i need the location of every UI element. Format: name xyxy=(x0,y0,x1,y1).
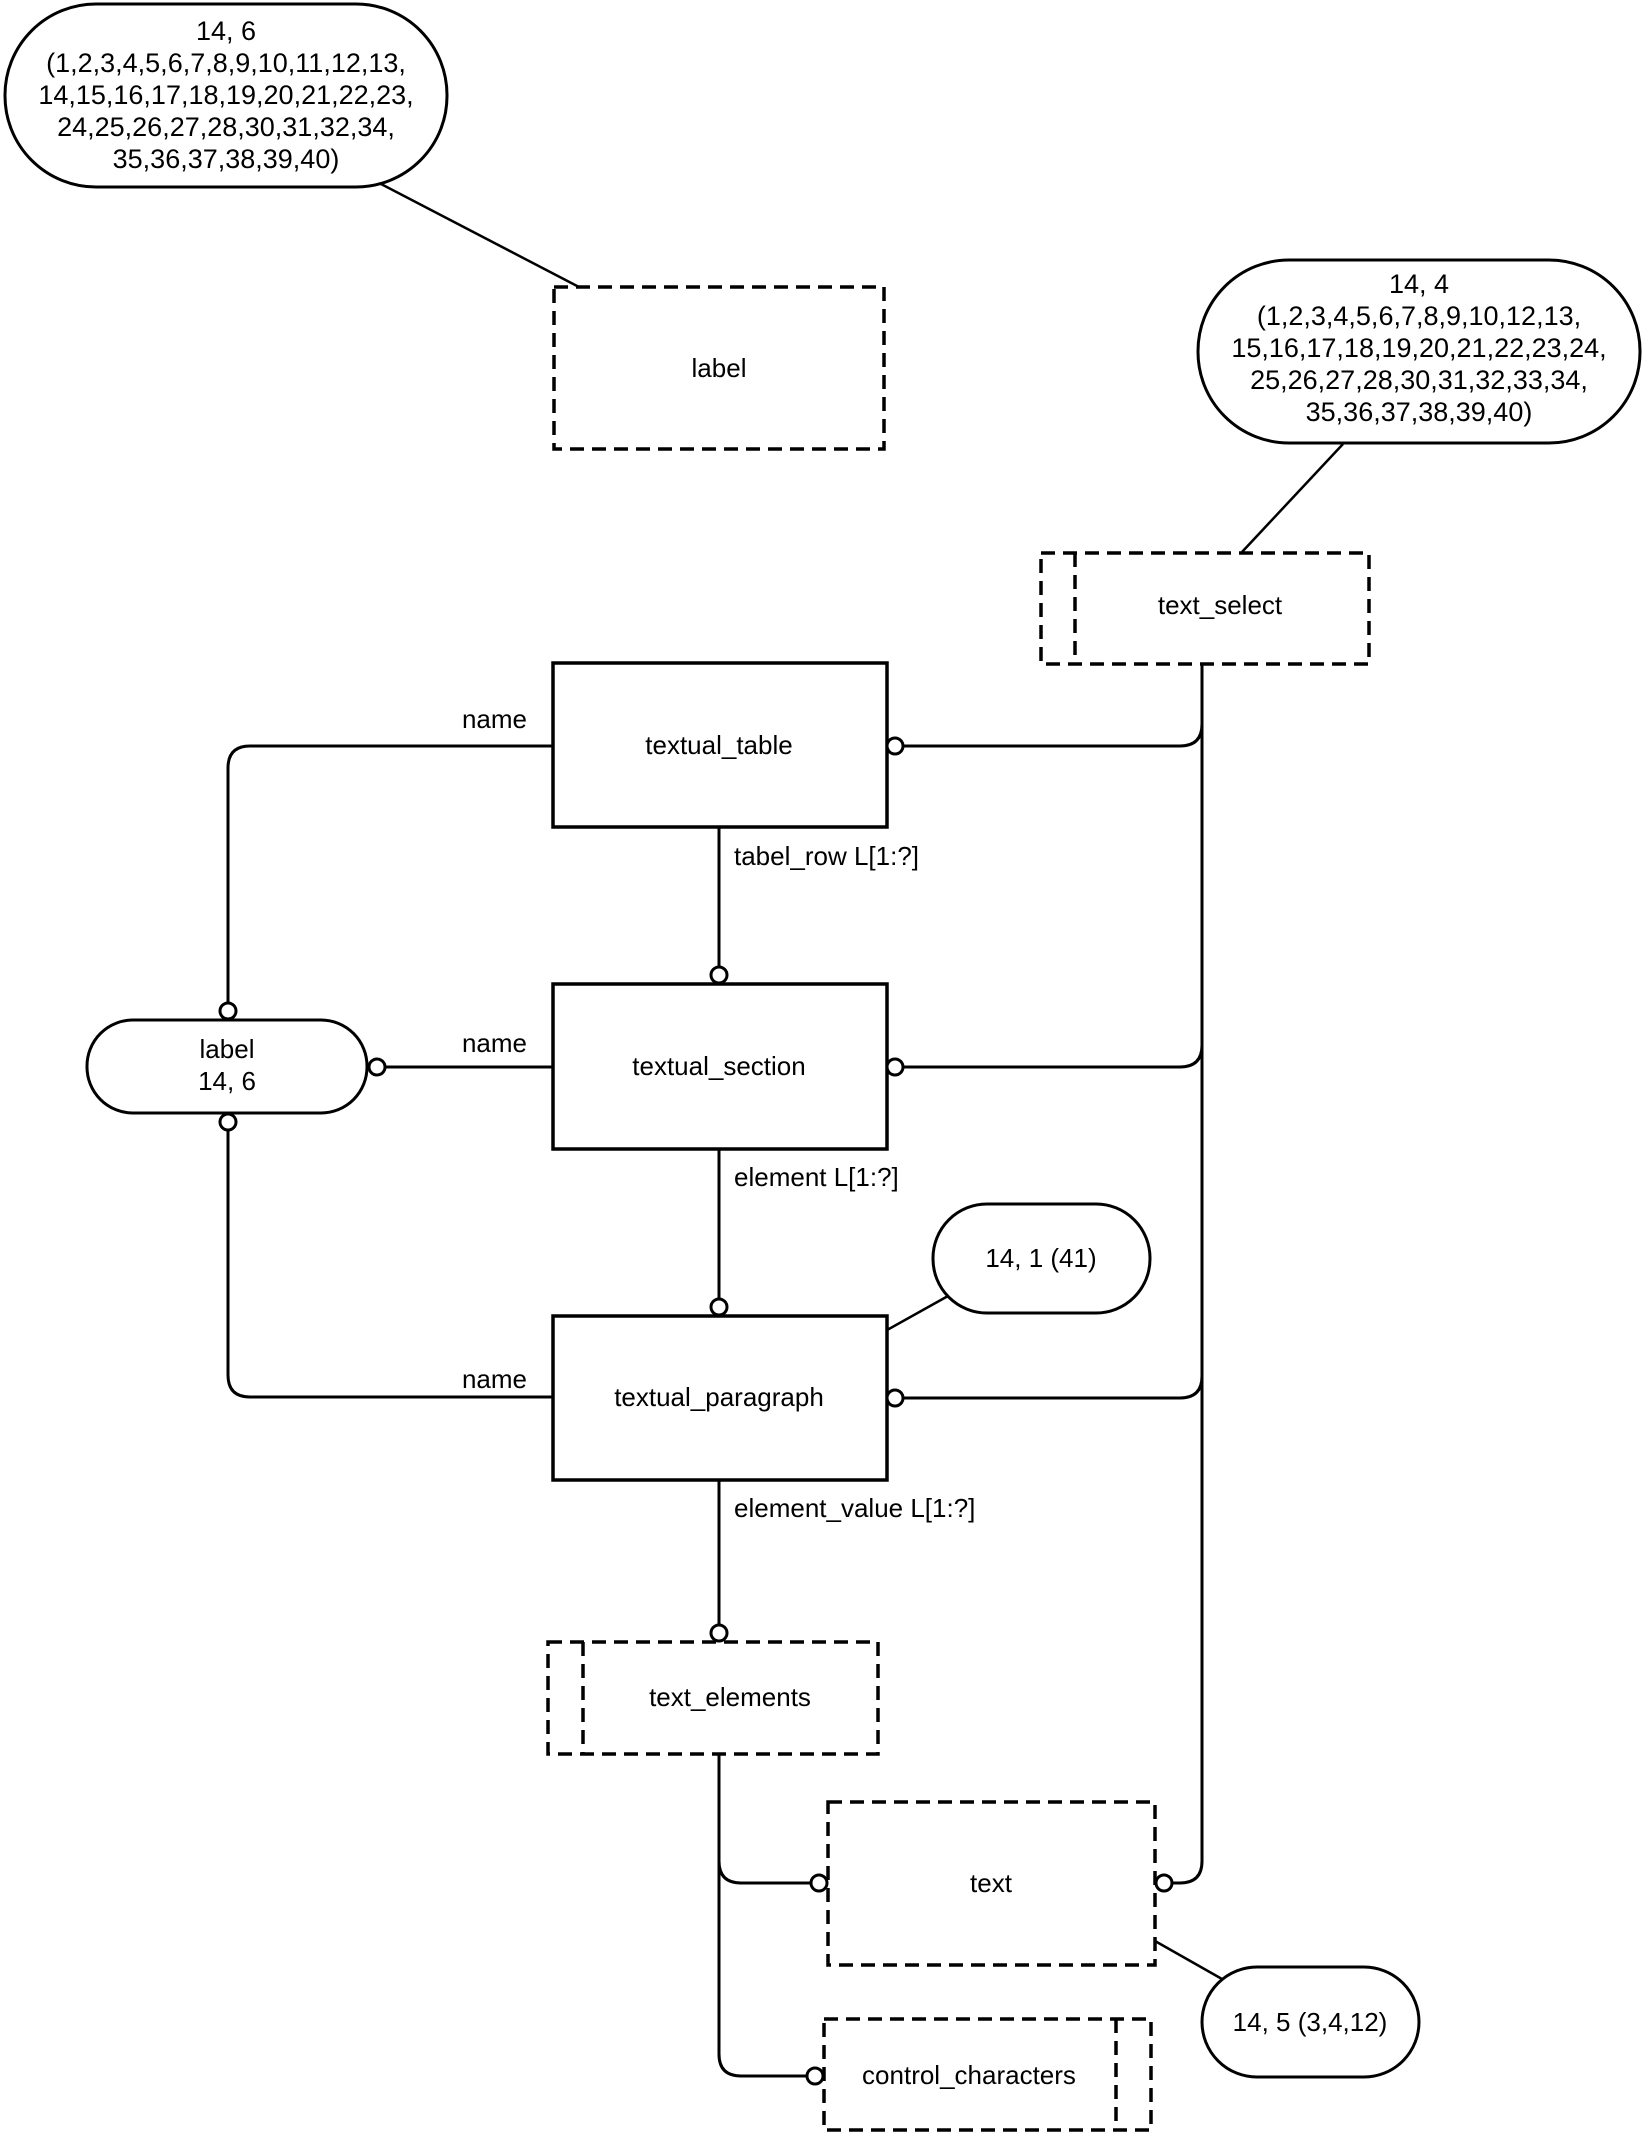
circle-icon xyxy=(218,1112,238,1132)
circle-icon xyxy=(885,1388,905,1408)
circle-icon xyxy=(809,1873,829,1893)
name-line-table xyxy=(226,744,554,1011)
ref-top-left-line-1: 14, 6 xyxy=(196,16,256,46)
trunk-branch-section xyxy=(904,1044,1204,1069)
type-control-characters[interactable]: control_characters xyxy=(822,2017,1153,2132)
type-text-select[interactable]: text_select xyxy=(1039,551,1371,666)
ref-paragraph-text: 14, 1 (41) xyxy=(985,1243,1096,1273)
ref-oval-label: label 14, 6 xyxy=(85,1018,369,1115)
relation-table-row: tabel_row L[1:?] xyxy=(734,841,919,871)
ref-line-text xyxy=(1154,1939,1223,1981)
ref-top-left-line-5: 35,36,37,38,39,40) xyxy=(113,144,340,174)
ref-line-label xyxy=(380,182,580,289)
ref-oval-paragraph: 14, 1 (41) xyxy=(931,1202,1152,1315)
relation-name-section: name xyxy=(462,1028,527,1058)
circle-icon xyxy=(1154,1873,1174,1893)
type-text-select-text: text_select xyxy=(1158,590,1283,620)
circle-icon xyxy=(367,1057,387,1077)
text-select-trunk xyxy=(1173,664,1204,1885)
trunk-branch-paragraph xyxy=(904,1375,1204,1400)
relation-name-table: name xyxy=(462,704,527,734)
ref-line-paragraph xyxy=(886,1294,949,1332)
ref-top-right-line-5: 35,36,37,38,39,40) xyxy=(1306,397,1533,427)
ref-top-right-line-2: (1,2,3,4,5,6,7,8,9,10,12,13, xyxy=(1257,301,1581,331)
ref-top-right-line-4: 25,26,27,28,30,31,32,33,34, xyxy=(1250,365,1588,395)
ref-label-name: label xyxy=(200,1034,255,1064)
entity-textual-paragraph-text: textual_paragraph xyxy=(614,1382,824,1412)
type-text[interactable]: text xyxy=(826,1800,1157,1967)
type-text-text: text xyxy=(970,1868,1013,1898)
type-text-elements-text: text_elements xyxy=(649,1682,811,1712)
entity-textual-section-text: textual_section xyxy=(632,1051,805,1081)
circle-icon xyxy=(709,965,729,985)
connector-lines xyxy=(226,182,1344,2078)
ref-top-left-line-2: (1,2,3,4,5,6,7,8,9,10,11,12,13, xyxy=(46,48,406,78)
circle-icon xyxy=(885,736,905,756)
ref-top-left-line-4: 24,25,26,27,28,30,31,32,34, xyxy=(57,112,395,142)
name-line-paragraph xyxy=(226,1122,554,1399)
circle-icon xyxy=(709,1623,729,1643)
ref-label-code: 14, 6 xyxy=(198,1066,256,1096)
ref-oval-top-left: 14, 6 (1,2,3,4,5,6,7,8,9,10,11,12,13, 14… xyxy=(3,2,449,189)
entity-textual-paragraph[interactable]: textual_paragraph xyxy=(551,1314,889,1482)
trunk-branch-text xyxy=(717,1860,810,1885)
type-label-text: label xyxy=(692,353,747,383)
type-control-characters-text: control_characters xyxy=(862,2060,1076,2090)
ref-top-right-line-1: 14, 4 xyxy=(1389,269,1449,299)
trunk-branch-table xyxy=(904,723,1204,748)
ref-oval-text: 14, 5 (3,4,12) xyxy=(1200,1965,1421,2079)
entity-textual-table[interactable]: textual_table xyxy=(551,661,889,829)
entity-textual-section[interactable]: textual_section xyxy=(551,982,889,1151)
relation-element-value: element_value L[1:?] xyxy=(734,1493,975,1523)
entity-textual-table-text: textual_table xyxy=(645,730,792,760)
type-label[interactable]: label xyxy=(552,285,886,451)
relation-end-circles xyxy=(218,736,1174,2086)
circle-icon xyxy=(709,1297,729,1317)
circle-icon xyxy=(885,1057,905,1077)
ref-top-left-line-3: 14,15,16,17,18,19,20,21,22,23, xyxy=(38,80,413,110)
ref-text-text: 14, 5 (3,4,12) xyxy=(1233,2007,1388,2037)
text-elements-trunk xyxy=(717,1754,806,2078)
ref-line-text-select xyxy=(1241,443,1344,553)
ref-oval-top-right: 14, 4 (1,2,3,4,5,6,7,8,9,10,12,13, 15,16… xyxy=(1196,258,1642,445)
relation-element: element L[1:?] xyxy=(734,1162,899,1192)
type-text-elements[interactable]: text_elements xyxy=(546,1640,880,1756)
ref-top-right-line-3: 15,16,17,18,19,20,21,22,23,24, xyxy=(1231,333,1606,363)
relation-name-paragraph: name xyxy=(462,1364,527,1394)
circle-icon xyxy=(805,2066,825,2086)
circle-icon xyxy=(218,1001,238,1021)
